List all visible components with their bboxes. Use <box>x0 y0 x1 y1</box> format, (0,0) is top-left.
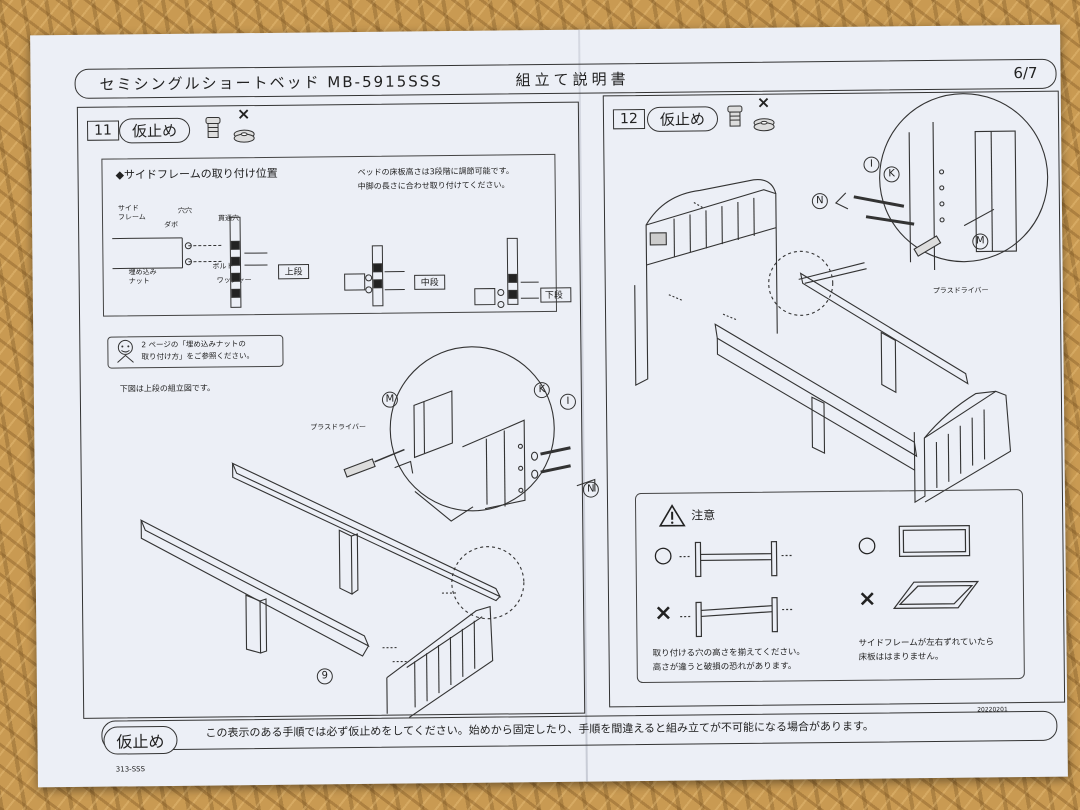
instruction-sheet: セミシングルショートベッド MB-5915SSS 組立て説明書 6/7 11 仮… <box>30 24 1068 788</box>
step-11-assembly-drawing <box>140 346 596 718</box>
part-m-label-12: M <box>972 233 989 250</box>
part-m-label-11: M <box>381 391 399 408</box>
forbidden-mark: × <box>236 104 251 124</box>
part-n-label-12: N <box>811 193 828 210</box>
warning-triangle-icon <box>658 504 686 527</box>
caution-right-line2: 床板ははまりません。 <box>858 651 944 663</box>
part-k-label-11: K <box>533 381 550 399</box>
caution-left-line2: 高さが違うと破損の恐れがあります。 <box>652 661 797 673</box>
level-middle-label: 中段 <box>420 278 439 289</box>
page-number: 6/7 <box>1013 63 1038 83</box>
person-pointing-icon <box>117 339 134 363</box>
caution-right-line1: サイドフレームが左右ずれていたら <box>858 637 995 649</box>
part-9-label: 9 <box>316 668 333 685</box>
footer-code-left: 313-SSS <box>115 765 146 774</box>
side-frame-diagrams <box>112 216 572 308</box>
part-i-label-11: I <box>559 393 577 410</box>
nut-icon <box>727 105 743 127</box>
step-11-number: 11 <box>86 120 120 141</box>
part-k-label-12: K <box>883 166 900 183</box>
screwdriver-label-11: プラスドライバー <box>310 422 366 432</box>
product-title: セミシングルショートベッド MB-5915SSS <box>99 72 443 94</box>
manual-subtitle: 組立て説明書 <box>515 70 630 90</box>
part-i-label-12: I <box>863 156 880 173</box>
level-upper-label: 上段 <box>284 267 303 278</box>
washer-icon <box>753 118 775 132</box>
screwdriver-label-12: プラスドライバー <box>932 286 989 295</box>
step-12-assembly-drawing <box>634 93 1049 504</box>
footer-code-right: 20220201 <box>977 706 1008 714</box>
level-lower-label: 下段 <box>544 290 563 302</box>
footer-karidome-label: 仮止め <box>103 725 178 755</box>
step-11-karidome-label: 仮止め <box>118 117 191 144</box>
nut-icon <box>205 116 221 139</box>
caution-diagrams <box>679 524 980 638</box>
washer-icon <box>233 129 255 143</box>
part-n-label-11: N <box>582 481 599 498</box>
